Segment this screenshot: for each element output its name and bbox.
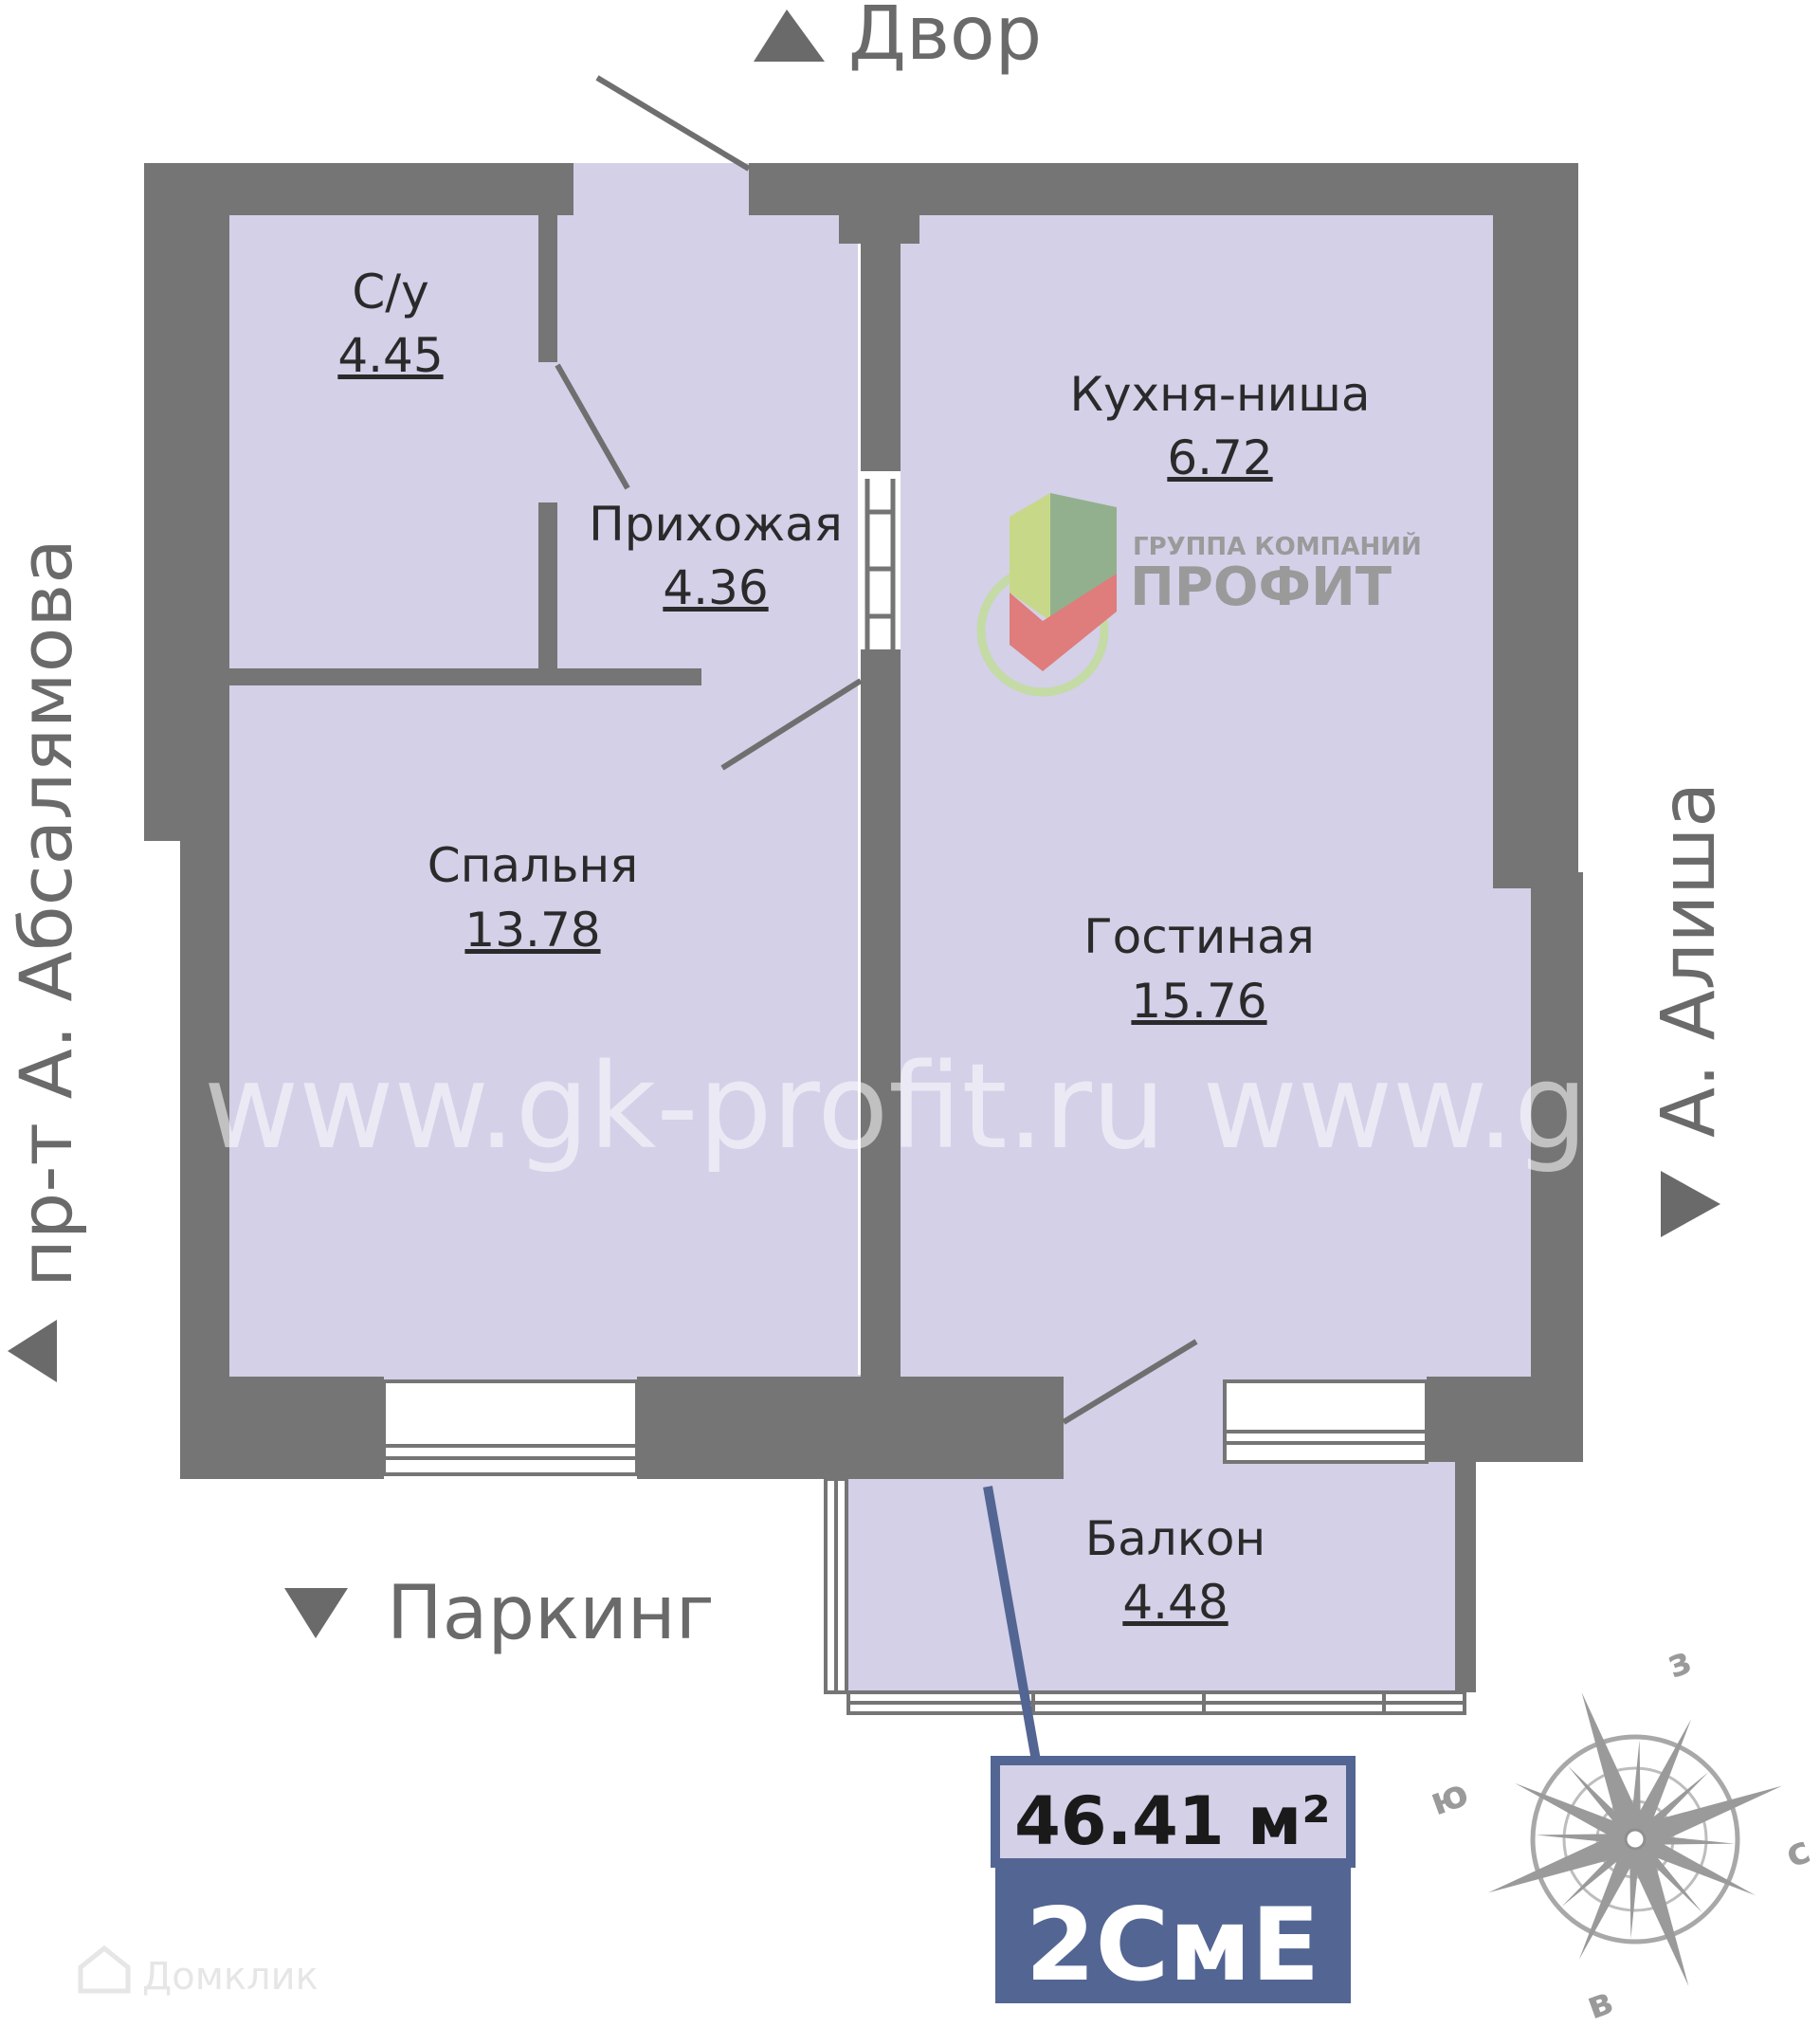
total-area: 46.41 м² <box>1014 1782 1331 1860</box>
logo-left-facet <box>1010 493 1050 621</box>
interior-door <box>864 479 896 649</box>
windows <box>382 1379 1466 1715</box>
direction-top: Двор <box>754 0 1042 77</box>
area-badge: 46.41 м² 2СмЕ <box>983 1486 1356 2003</box>
room-area-living: 15.76 <box>1131 974 1266 1029</box>
room-name-balcony: Балкон <box>1085 1511 1265 1566</box>
direction-left-label: пр-т А. Абсалямова <box>4 539 88 1287</box>
room-name-hallway: Прихожая <box>589 497 843 552</box>
compass-rose: з с в ю <box>1425 1638 1816 2027</box>
compass-west: ю <box>1425 1771 1474 1825</box>
logo-right-facet <box>1050 493 1117 621</box>
walls <box>144 163 1583 1692</box>
compass-east: с <box>1780 1828 1816 1876</box>
direction-right-label: А. Алиша <box>1647 782 1732 1138</box>
room-area-hallway: 4.36 <box>663 560 768 615</box>
arrow-right-icon <box>1661 1171 1720 1237</box>
compass-north: з <box>1662 1638 1698 1687</box>
logo-line1: ГРУППА КОМПАНИЙ <box>1133 531 1422 561</box>
company-logo: ГРУППА КОМПАНИЙ ПРОФИТ <box>976 493 1422 697</box>
room-area-bathroom: 4.45 <box>337 328 443 383</box>
logo-line2: ПРОФИТ <box>1130 557 1392 618</box>
room-area-bedroom: 13.78 <box>464 903 600 958</box>
direction-bottom: Паркинг <box>284 1571 715 1656</box>
type-box <box>995 1863 1351 2003</box>
direction-right: А. Алиша <box>1647 782 1732 1237</box>
total-area-box <box>991 1756 1356 1868</box>
direction-bottom-label: Паркинг <box>387 1571 715 1656</box>
arrow-left-icon <box>8 1320 57 1382</box>
apartment-type: 2СмЕ <box>1026 1887 1320 2003</box>
domclick-watermark: Домклик <box>78 1945 318 1999</box>
house-icon <box>78 1945 131 1994</box>
direction-left: пр-т А. Абсалямова <box>4 539 88 1382</box>
room-name-bathroom: С/у <box>352 265 428 320</box>
room-labels: С/у 4.45 Прихожая 4.36 Кухня-ниша 6.72 С… <box>337 265 1370 1630</box>
site-watermark: www.gk-profit.ru www.g <box>204 1039 1588 1176</box>
arrow-down-icon <box>284 1588 348 1638</box>
compass-south: в <box>1581 1980 1619 2027</box>
arrow-up-icon <box>754 9 825 62</box>
room-name-kitchen: Кухня-ниша <box>1069 367 1370 422</box>
room-area-balcony: 4.48 <box>1122 1575 1228 1630</box>
direction-top-label: Двор <box>848 0 1042 77</box>
door-swings <box>555 75 1198 1425</box>
room-name-living: Гостиная <box>1083 909 1315 964</box>
room-name-bedroom: Спальня <box>428 838 638 893</box>
logo-check <box>1010 574 1117 671</box>
domclick-label: Домклик <box>142 1955 318 1999</box>
room-area-kitchen: 6.72 <box>1167 430 1272 485</box>
